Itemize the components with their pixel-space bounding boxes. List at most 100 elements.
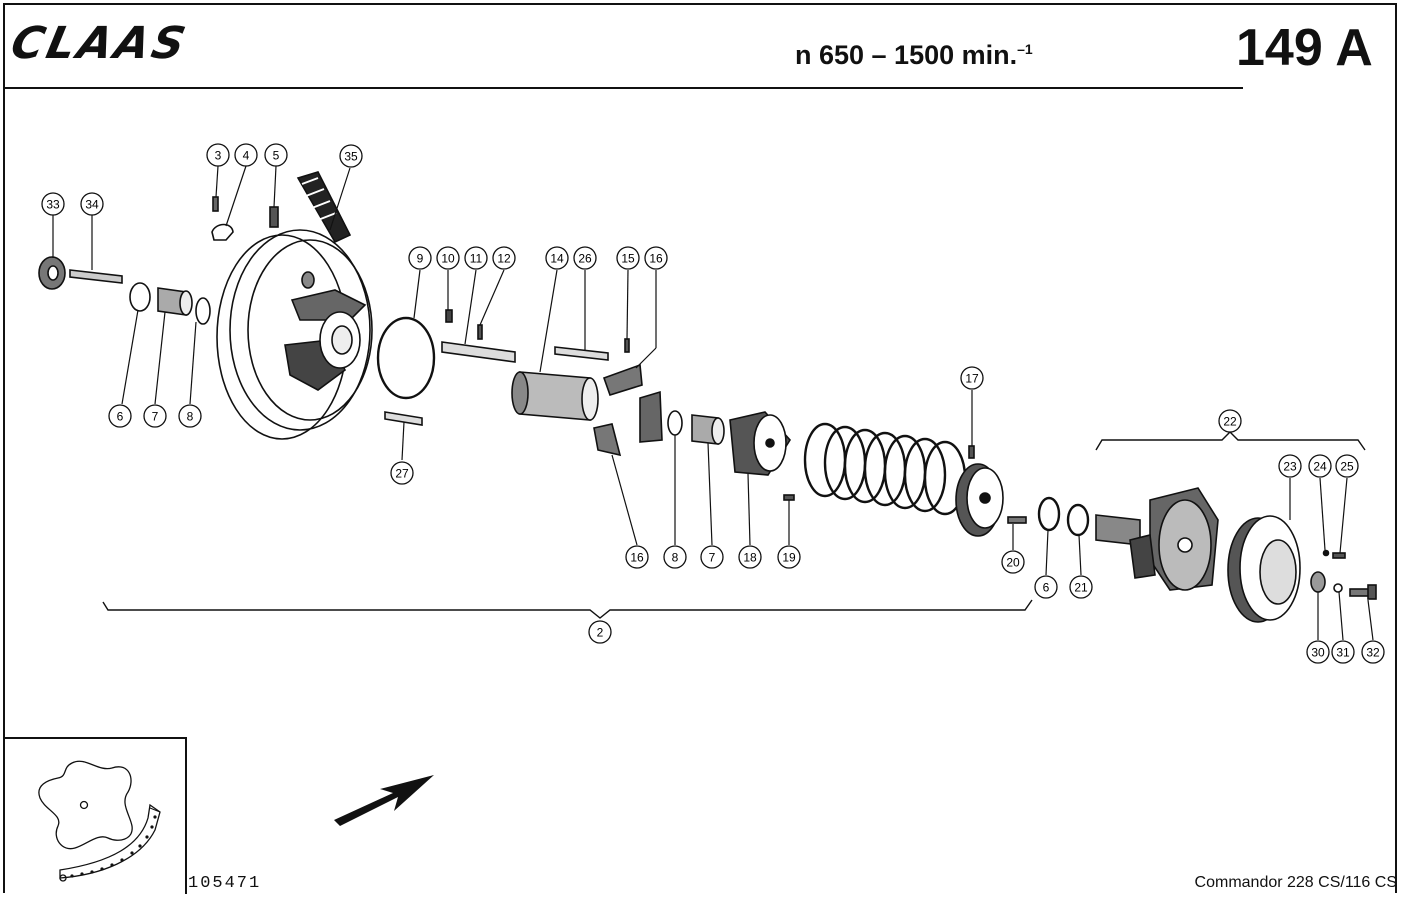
callout-8: 8: [663, 545, 687, 569]
callout-circle: [588, 620, 612, 644]
callout-circle: [777, 545, 801, 569]
callout-number: 18: [743, 551, 757, 565]
callout-circle: [108, 404, 132, 428]
callout-circle: [1361, 640, 1385, 664]
brace-assembly-2: [102, 599, 1033, 619]
callout-19: 19: [777, 545, 801, 569]
callout-circle: [436, 246, 460, 270]
callout-number: 9: [417, 252, 424, 266]
callout-33: 33: [41, 192, 65, 216]
speed-range-exponent: –1: [1017, 41, 1033, 57]
callout-number: 10: [441, 252, 455, 266]
part-14-sleeve: [511, 371, 599, 421]
callout-number: 8: [187, 410, 194, 424]
callout-15: 15: [616, 246, 640, 270]
brace-assembly-22: [1095, 431, 1366, 451]
callout-circle: [1331, 640, 1355, 664]
callout-circle: [545, 246, 569, 270]
callout-7: 7: [143, 404, 167, 428]
drawing-number: 105471: [188, 874, 262, 893]
callout-circle: [960, 366, 984, 390]
callout-number: 3: [215, 149, 222, 163]
callout-circle: [1218, 409, 1242, 433]
callout-6: 6: [108, 404, 132, 428]
callout-circle: [264, 143, 288, 167]
callout-circle: [339, 144, 363, 168]
callout-circle: [700, 545, 724, 569]
callout-number: 8: [672, 551, 679, 565]
inset-frame: [3, 737, 187, 894]
callout-circle: [408, 246, 432, 270]
callout-16: 16: [644, 246, 668, 270]
callout-number: 35: [344, 150, 358, 164]
part-32-bolt: [1349, 584, 1377, 600]
callout-26: 26: [573, 246, 597, 270]
part-18-hub: [729, 411, 791, 476]
callout-number: 12: [497, 252, 511, 266]
callout-circle: [625, 545, 649, 569]
callout-circle: [390, 461, 414, 485]
callout-circle: [738, 545, 762, 569]
callout-25: 25: [1335, 454, 1359, 478]
callout-31: 31: [1331, 640, 1355, 664]
page-number: 149 A: [1236, 19, 1373, 77]
callout-7: 7: [700, 545, 724, 569]
callout-5: 5: [264, 143, 288, 167]
inset-sketch: [38, 760, 161, 882]
part-25-screw: [1332, 552, 1346, 559]
part-16-shoe-lower: [593, 423, 622, 457]
callout-2: 2: [588, 620, 612, 644]
callout-circle: [143, 404, 167, 428]
callout-circle: [1278, 454, 1302, 478]
callout-circle: [1306, 640, 1330, 664]
callout-number: 15: [621, 252, 635, 266]
part-22-hub-assembly: [1095, 487, 1219, 591]
part-4-clip: [211, 223, 234, 241]
callout-8: 8: [178, 404, 202, 428]
model-designation: Commandor 228 CS/116 CS: [1194, 874, 1397, 891]
callout-number: 23: [1283, 460, 1297, 474]
callout-9: 9: [408, 246, 432, 270]
callout-11: 11: [464, 246, 488, 270]
compression-spring: [803, 422, 967, 516]
part-8-ring-left: [195, 297, 211, 325]
part-15-pin: [624, 338, 630, 353]
part-9-snap-ring: [376, 316, 436, 400]
part-11-key: [441, 341, 516, 363]
callout-number: 19: [782, 551, 796, 565]
direction-arrow: [334, 775, 434, 826]
spring-plate: [955, 463, 1004, 537]
callout-number: 20: [1006, 556, 1020, 570]
callout-circle: [1001, 550, 1025, 574]
callout-number: 6: [1043, 581, 1050, 595]
callout-circle: [41, 192, 65, 216]
part-10-bolt: [445, 309, 453, 323]
part-20-screw: [1007, 516, 1027, 524]
callout-number: 7: [709, 551, 716, 565]
leader-lines: [52, 165, 1374, 641]
callout-circle: [178, 404, 202, 428]
callout-10: 10: [436, 246, 460, 270]
callout-24: 24: [1308, 454, 1332, 478]
part-6-ring-right: [1037, 496, 1061, 532]
part-23-pulley-half: [1227, 515, 1301, 623]
callout-number: 4: [243, 149, 250, 163]
callout-circle: [206, 143, 230, 167]
callout-6: 6: [1034, 575, 1058, 599]
part-16-shoe-middle: [639, 390, 663, 443]
part-5-grease-nipple: [269, 206, 279, 228]
callout-number: 30: [1311, 646, 1325, 660]
callout-number: 2: [597, 626, 604, 640]
part-34-key: [69, 269, 123, 284]
callout-circle: [1335, 454, 1359, 478]
callout-16: 16: [625, 545, 649, 569]
callout-22: 22: [1218, 409, 1242, 433]
header-rule: [3, 87, 1243, 89]
callout-circle: [616, 246, 640, 270]
part-24-washer: [1322, 549, 1330, 557]
callout-34: 34: [80, 192, 104, 216]
callout-number: 16: [649, 252, 663, 266]
speed-range-text: n 650 – 1500 min.: [795, 40, 1018, 70]
